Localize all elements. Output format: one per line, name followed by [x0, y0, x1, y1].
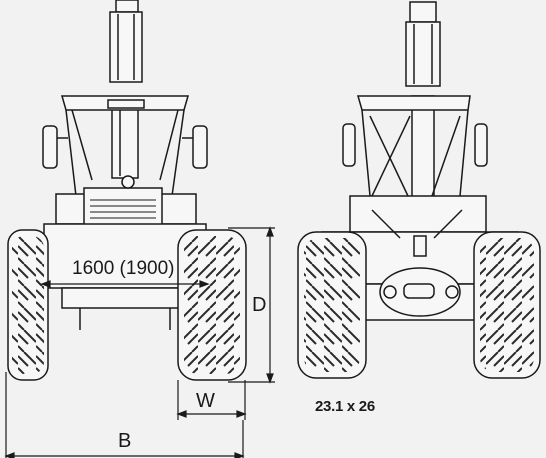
crane-mast [109, 0, 143, 179]
rear-view-vehicle [297, 1, 541, 379]
tire-left [7, 229, 49, 381]
dimension-w-label: W [196, 390, 215, 412]
mirror-right [182, 125, 208, 169]
dimension-d-label: D [252, 294, 267, 316]
rear-mirror-left [342, 123, 356, 167]
front-view-vehicle [7, 0, 247, 381]
crane-boom [405, 1, 441, 217]
tire-size-label: 23.1 x 26 [315, 398, 375, 415]
cab-frame [61, 95, 189, 197]
dimension-b-label: B [118, 430, 132, 452]
rear-cab-frame [357, 95, 471, 197]
rear-tire-left [297, 231, 367, 379]
track-width-label: 1600 (1900) [72, 258, 175, 279]
grapple [379, 235, 461, 317]
rear-mirror-right [474, 123, 488, 167]
rear-tire-right [473, 231, 541, 379]
mirror-left [42, 125, 68, 169]
dimension-lines [4, 226, 275, 458]
tire-right [177, 229, 247, 381]
